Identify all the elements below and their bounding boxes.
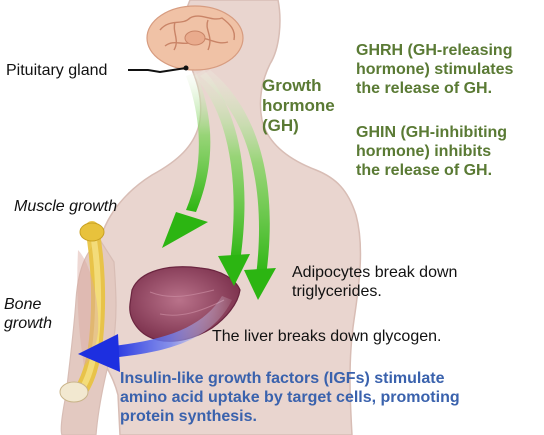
brain-icon [146,5,244,71]
gh-arrow-muscle-head [162,212,208,248]
label-liver: The liver breaks down glycogen. [212,328,442,345]
gh-arrow-liver [194,70,245,262]
gh-arrow-liver-head [218,254,250,286]
gh-arrow-adipose-head [244,268,276,300]
label-adipocytes: Adipocytes break down triglycerides. [292,264,458,300]
label-ghin: GHIN (GH-inhibiting hormone) inhibits th… [356,124,508,179]
label-growth-hormone: Growth hormone (GH) [262,76,335,136]
igf-arrow [78,296,232,372]
label-igf: Insulin-like growth factors (IGFs) stimu… [120,370,460,425]
bone-icon [59,221,106,403]
pituitary-pointer [128,67,187,74]
label-ghrh: GHRH (GH-releasing hormone) stimulates t… [356,42,514,97]
label-bone-growth: Bone growth [4,296,53,332]
gh-arrows [162,70,276,300]
label-muscle-growth: Muscle growth [14,198,118,215]
gh-arrow-muscle [186,72,211,212]
label-pituitary: Pituitary gland [6,62,108,79]
gh-arrow-adipose [200,70,270,276]
igf-arrow-head [78,334,120,372]
pituitary-dot [183,65,189,71]
muscle-icon [77,250,99,366]
